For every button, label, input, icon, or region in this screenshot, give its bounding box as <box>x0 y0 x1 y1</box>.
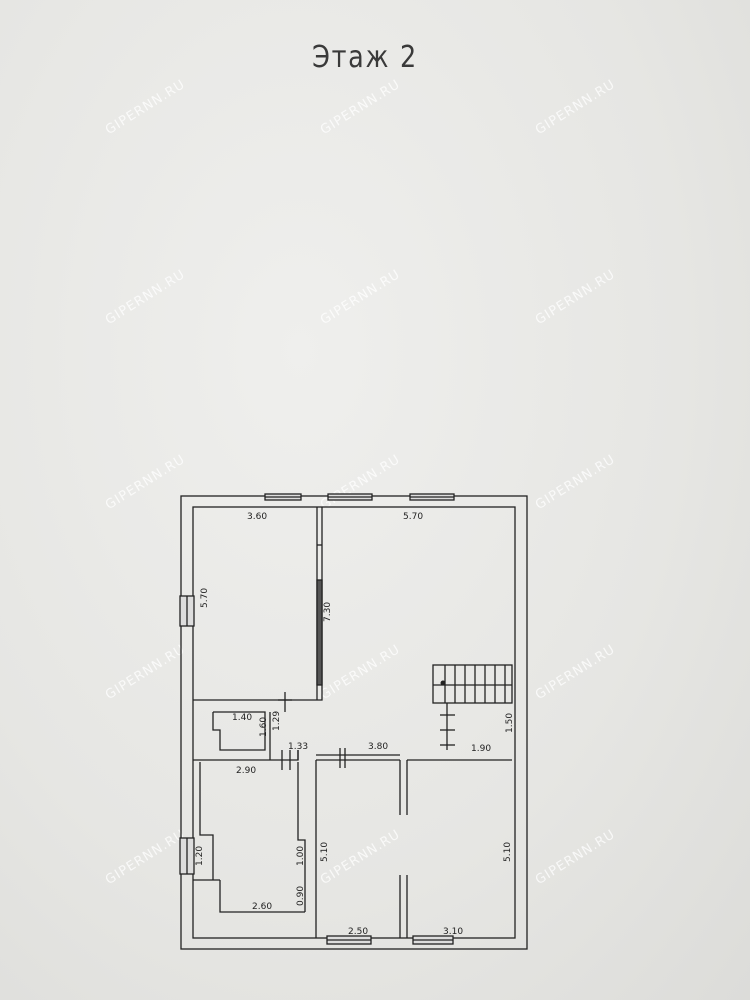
dim-small-h2: 1.29 <box>272 711 282 731</box>
floor-title: Этаж 2 <box>312 40 418 75</box>
dim-corridor-length: 3.80 <box>368 742 388 752</box>
dim-small-h1: 1.60 <box>259 717 269 737</box>
dim-room1-width: 3.60 <box>247 512 267 522</box>
dim-room3-top: 2.90 <box>236 766 256 776</box>
dim-room3-bottom: 2.60 <box>252 902 272 912</box>
dim-room3-niche: 0.90 <box>296 886 306 906</box>
stair-marker <box>440 680 446 686</box>
dim-room3-left: 1.20 <box>195 846 205 866</box>
dim-room4-width: 2.50 <box>348 927 368 937</box>
dim-hall-height: 7.30 <box>323 602 333 622</box>
window <box>179 493 455 945</box>
dim-small-width: 1.40 <box>232 713 252 723</box>
dim-room1-height: 5.70 <box>200 588 210 608</box>
dim-room5-height: 5.10 <box>503 842 513 862</box>
dim-stair-width: 1.90 <box>471 744 491 754</box>
dim-room3-right: 1.00 <box>296 846 306 866</box>
dim-stair-height: 1.50 <box>505 713 515 733</box>
dim-corridor-width: 1.33 <box>288 742 308 752</box>
dim-room5-width: 3.10 <box>443 927 463 937</box>
dim-room4-height: 5.10 <box>320 842 330 862</box>
dim-hall-width: 5.70 <box>403 512 423 522</box>
room-walls <box>193 507 513 938</box>
